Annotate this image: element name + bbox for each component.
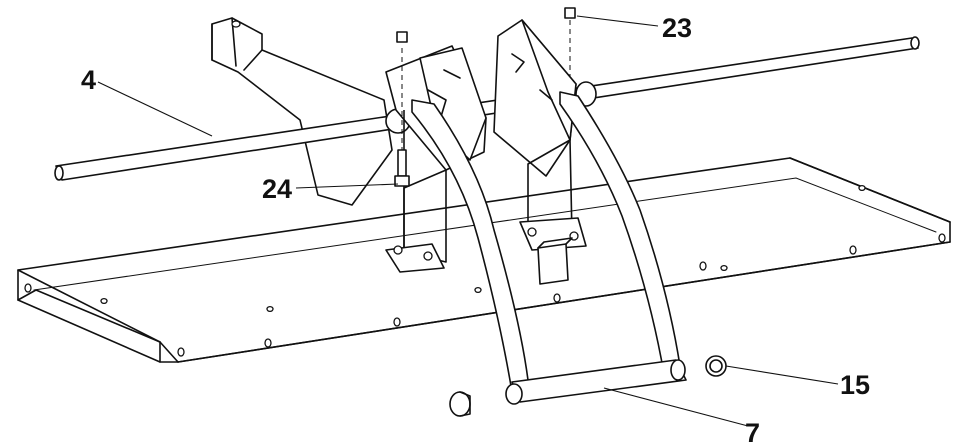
callout-7: 7 [745,418,761,448]
bolt-24 [394,48,410,187]
callout-15: 15 [840,370,871,400]
callout-24: 24 [262,174,293,204]
cap-plug-left [449,391,471,417]
hitch-tongue [211,17,393,206]
pull-handle [411,91,687,405]
nut-23-right [564,7,576,76]
right-bracket [493,19,587,285]
callout-4: 4 [81,65,97,95]
leader-lines [97,15,839,427]
cap-plug-right [705,355,727,377]
callout-23: 23 [662,13,693,43]
nut-23-left [396,31,408,43]
